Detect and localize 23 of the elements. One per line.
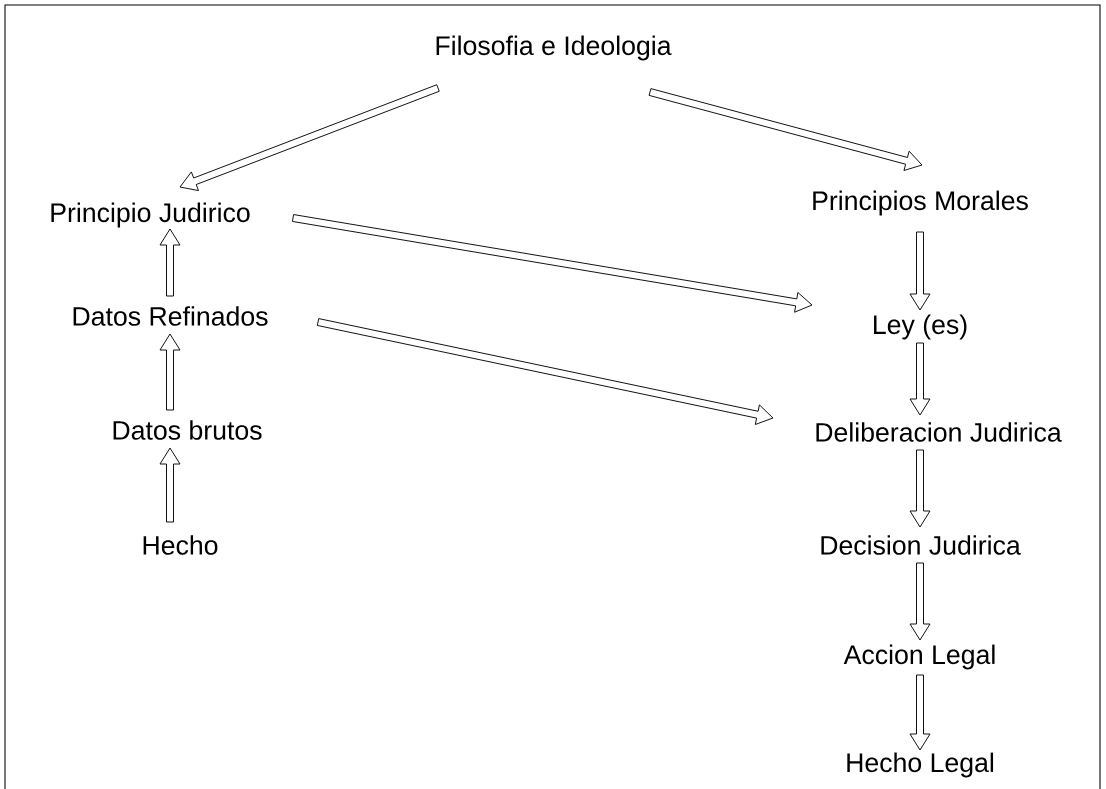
block-arrow bbox=[648, 88, 923, 171]
node-label: Principios Morales bbox=[813, 190, 1028, 216]
node-label: Hecho bbox=[143, 535, 218, 555]
node-label: Hecho Legal bbox=[847, 752, 994, 778]
block-arrow bbox=[909, 674, 931, 751]
node-label: Datos brutos bbox=[113, 420, 262, 440]
node-label: Ley (es) bbox=[874, 314, 967, 340]
node-label: Decision Judirica bbox=[821, 535, 1021, 555]
node-label: Principio Judirico bbox=[51, 202, 250, 228]
block-arrow bbox=[159, 228, 181, 297]
block-arrow bbox=[179, 84, 440, 192]
block-arrow bbox=[291, 214, 813, 313]
node-label: Accion Legal bbox=[843, 644, 995, 670]
block-arrow bbox=[909, 562, 931, 641]
node-label: Deliberacion Judirica bbox=[816, 422, 1062, 442]
block-arrow bbox=[909, 342, 931, 416]
block-arrow bbox=[159, 447, 181, 523]
node-label: Filosofia e Ideologia bbox=[436, 35, 672, 61]
block-arrow bbox=[909, 231, 931, 311]
node-label: Datos Refinados bbox=[73, 306, 268, 326]
block-arrow bbox=[159, 333, 181, 411]
block-arrow bbox=[909, 449, 931, 528]
block-arrow bbox=[316, 318, 774, 425]
